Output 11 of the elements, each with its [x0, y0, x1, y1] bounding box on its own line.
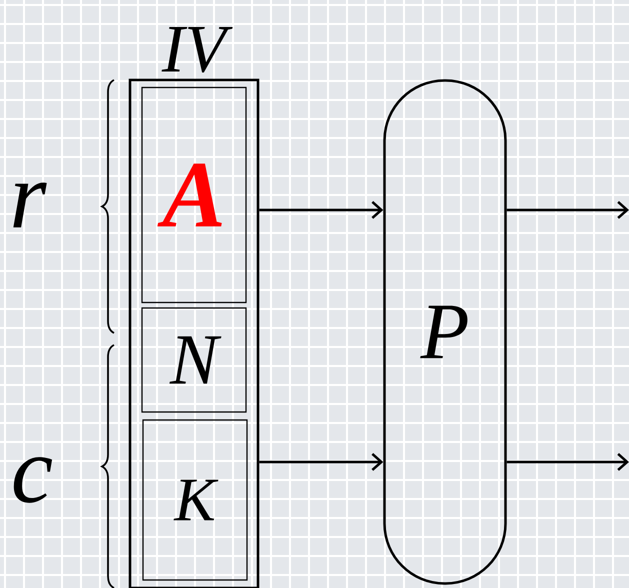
- arrow: [506, 453, 629, 471]
- field-box: A: [141, 86, 247, 304]
- variable-label: c: [14, 457, 52, 503]
- process-box: P: [383, 79, 507, 585]
- arrow: [259, 201, 384, 219]
- arrow: [506, 201, 629, 219]
- field-box: N: [141, 307, 247, 413]
- arrow: [259, 453, 384, 471]
- variable-label: r: [13, 182, 47, 228]
- node-label: IV: [162, 26, 233, 73]
- field-box: K: [142, 419, 248, 581]
